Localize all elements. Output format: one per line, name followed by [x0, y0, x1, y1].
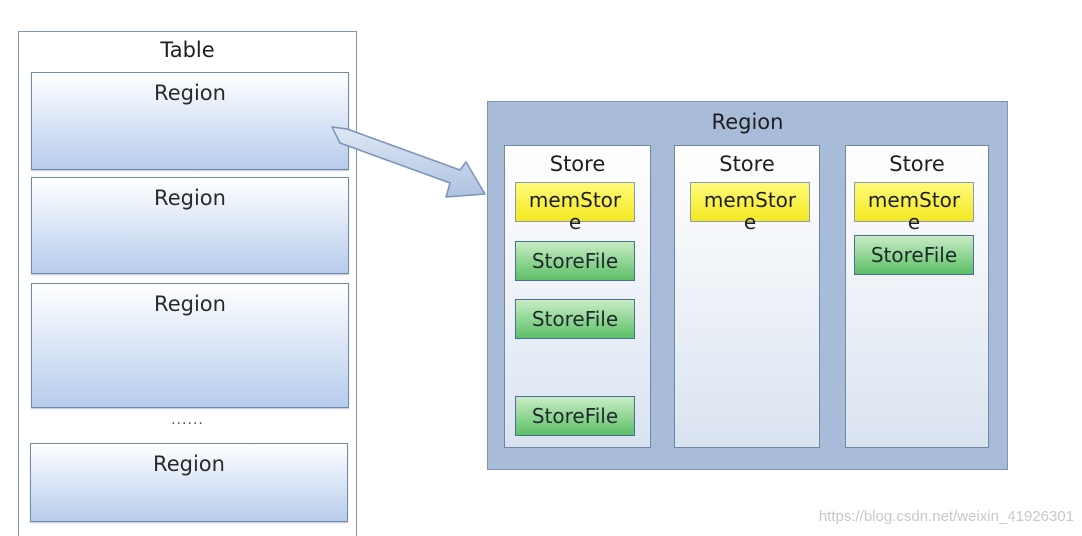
store-1: Store memStor e StoreFile StoreFile Stor… — [504, 145, 651, 448]
region-label: Region — [154, 292, 226, 316]
watermark: https://blog.csdn.net/weixin_41926301 — [818, 508, 1074, 525]
storefile-box: StoreFile — [515, 396, 635, 436]
store-title: Store — [549, 152, 606, 176]
table-title: Table — [160, 38, 215, 62]
region-label: Region — [154, 186, 226, 210]
storefile-box: StoreFile — [515, 241, 635, 281]
region-detail-panel: Region Store memStor e StoreFile StoreFi… — [487, 101, 1008, 470]
memstore-label: memStor e — [516, 189, 634, 233]
ellipsis: ...... — [171, 412, 204, 428]
table-container: Table Region Region Region ...... Region — [18, 31, 357, 536]
table-region-4: Region — [30, 443, 348, 522]
memstore-label: memStor e — [855, 189, 973, 233]
table-region-1: Region — [31, 72, 349, 170]
storefile-label: StoreFile — [531, 307, 619, 331]
storefile-box: StoreFile — [854, 235, 974, 275]
storefile-label: StoreFile — [531, 249, 619, 273]
region-label: Region — [153, 452, 225, 476]
table-region-2: Region — [31, 177, 349, 274]
table-region-3: Region — [31, 283, 349, 408]
memstore-box: memStor e — [854, 182, 974, 233]
store-3: Store memStor e StoreFile — [845, 145, 989, 448]
memstore-label-line1: memStor — [703, 188, 797, 212]
memstore-label-line1: memStor — [867, 188, 961, 212]
memstore-label: memStor e — [691, 189, 809, 233]
region-label: Region — [154, 81, 226, 105]
memstore-label-line1: memStor — [528, 188, 622, 212]
storefile-box: StoreFile — [515, 299, 635, 339]
memstore-box: memStor e — [515, 182, 635, 233]
expand-arrow-icon — [331, 126, 486, 198]
store-title: Store — [719, 152, 775, 176]
store-title: Store — [889, 152, 945, 176]
store-2: Store memStor e — [674, 145, 820, 448]
memstore-label-line2: e — [568, 210, 582, 234]
memstore-box: memStor e — [690, 182, 810, 233]
region-detail-title: Region — [711, 110, 784, 134]
memstore-label-line2: e — [907, 210, 921, 234]
memstore-label-line2: e — [743, 210, 757, 234]
storefile-label: StoreFile — [531, 404, 619, 428]
storefile-label: StoreFile — [870, 243, 958, 267]
